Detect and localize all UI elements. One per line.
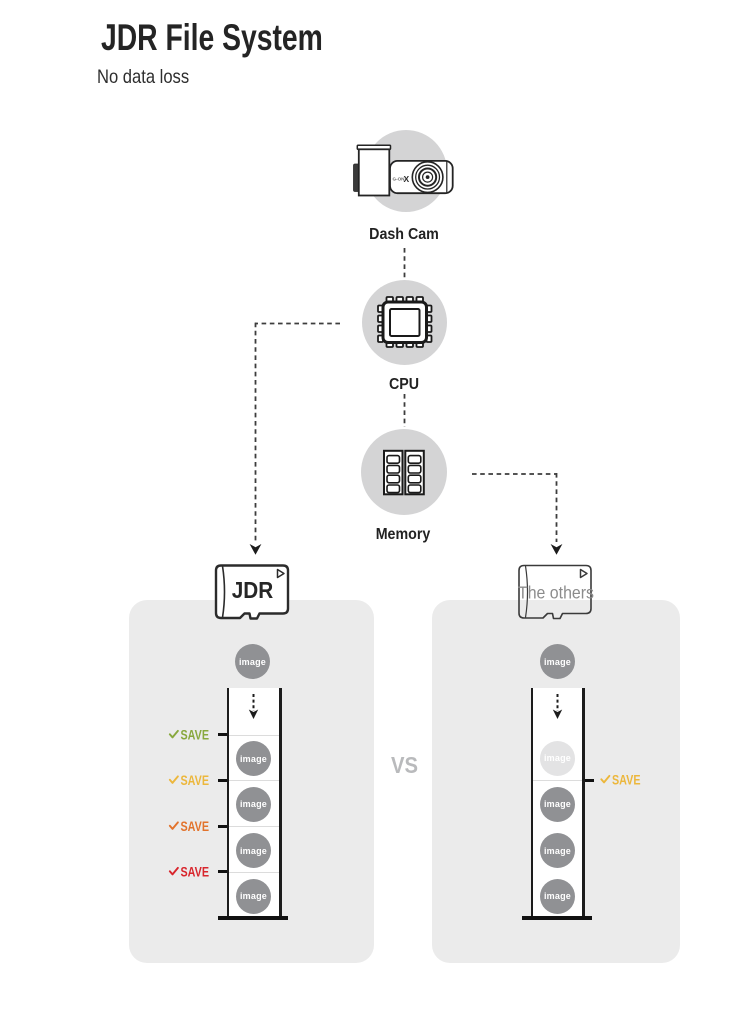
svg-text:X: X [404,174,410,184]
svg-text:G-ON: G-ON [393,177,406,182]
svg-text:The others: The others [518,583,594,603]
svg-text:SAVE: SAVE [181,728,210,743]
svg-text:JDR: JDR [232,577,274,603]
svg-text:SAVE: SAVE [181,865,210,880]
svg-text:SAVE: SAVE [612,773,641,788]
svg-text:SAVE: SAVE [181,773,210,788]
svg-text:SAVE: SAVE [181,819,210,834]
